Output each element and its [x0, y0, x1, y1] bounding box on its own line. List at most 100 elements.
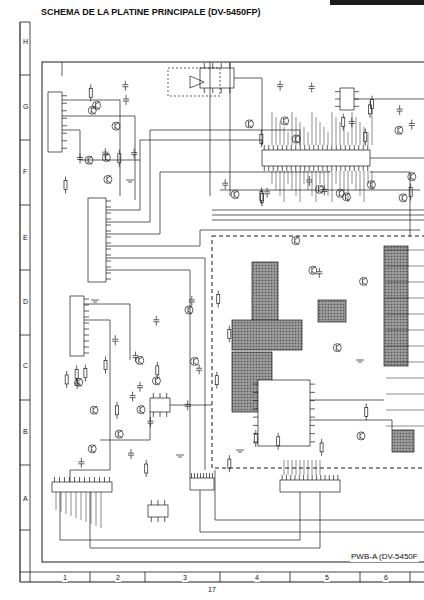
ic-pin	[309, 145, 310, 150]
emitter	[345, 198, 349, 201]
scale-tick	[20, 572, 30, 573]
inner-border	[30, 572, 424, 573]
lead	[267, 194, 268, 198]
grid-letter: G	[22, 103, 29, 111]
wire	[106, 270, 190, 478]
wire	[370, 158, 424, 159]
lead	[125, 87, 126, 91]
wire	[368, 132, 369, 145]
left-border	[19, 22, 20, 582]
ic-pin	[212, 88, 213, 93]
wire	[332, 112, 333, 145]
emitter	[140, 411, 144, 414]
lead	[410, 197, 411, 201]
scale-tick	[20, 22, 30, 23]
ic-pin	[295, 475, 296, 480]
wire	[310, 420, 392, 430]
resistor-body	[75, 369, 78, 378]
ic-pin	[203, 473, 204, 478]
ic-pin	[106, 225, 111, 226]
transistor-symbol	[367, 181, 375, 189]
base	[362, 278, 363, 284]
ic-pin	[335, 106, 340, 107]
emitter	[96, 106, 100, 109]
ic-body	[70, 296, 84, 356]
ic-pin	[282, 145, 283, 150]
capacitor-symbol	[128, 449, 134, 459]
ic-pin	[106, 207, 111, 208]
ic-pin	[204, 88, 205, 93]
emitter	[295, 140, 299, 143]
lead	[324, 191, 325, 195]
ic-pin	[291, 145, 292, 150]
base	[294, 238, 295, 244]
wire	[386, 346, 424, 347]
ic-pin	[84, 353, 89, 354]
lead	[119, 163, 120, 167]
ic-pin	[106, 231, 111, 232]
wire	[300, 122, 301, 145]
ic-pin	[307, 475, 308, 480]
resistor-symbol	[260, 130, 263, 147]
transistor-body	[136, 356, 144, 364]
transistor-symbol	[115, 430, 123, 438]
resistor-symbol	[89, 84, 92, 101]
ic-pin	[345, 166, 346, 171]
transistor-body	[185, 306, 193, 314]
ic-pin	[62, 140, 67, 141]
ic-pin	[104, 477, 105, 482]
top-bar	[330, 0, 424, 5]
ic-pin	[345, 145, 346, 150]
lead	[134, 155, 135, 159]
resistor-body	[228, 329, 231, 338]
collector	[370, 181, 374, 184]
lead	[278, 433, 279, 437]
ic-pin	[268, 166, 269, 171]
ic-pin	[363, 166, 364, 171]
wire	[62, 116, 135, 200]
wire	[292, 460, 293, 475]
base	[118, 431, 119, 437]
ic-pin	[310, 408, 315, 409]
emitter	[91, 111, 95, 114]
ic	[150, 393, 170, 417]
transistor-symbol	[292, 237, 300, 245]
lead	[156, 322, 157, 326]
transistor-symbol	[104, 175, 112, 183]
lead	[90, 97, 91, 101]
transistor-symbol	[191, 357, 199, 365]
grid-number: 4	[254, 574, 260, 582]
ic-pin	[310, 384, 315, 385]
grid-letter: C	[22, 362, 29, 370]
wire	[316, 117, 317, 145]
wire	[284, 127, 285, 145]
wire	[312, 112, 313, 145]
ic-pin	[164, 517, 165, 522]
wire	[320, 460, 321, 475]
ic-pin	[303, 475, 304, 480]
wire	[360, 122, 361, 145]
wire	[340, 122, 341, 145]
ic-pin	[151, 517, 152, 522]
base	[88, 157, 89, 163]
inner-border	[30, 22, 31, 572]
ground-bar	[178, 457, 182, 458]
ic-pin	[286, 475, 287, 480]
emitter	[91, 450, 95, 453]
ic-pin	[309, 166, 310, 171]
collector	[155, 377, 159, 380]
lead	[225, 179, 226, 183]
resistor-body	[84, 369, 87, 378]
ic-pin	[336, 166, 337, 171]
capacitor-symbol	[189, 296, 195, 306]
ic-pin	[194, 473, 195, 478]
transistor-body	[93, 101, 101, 109]
transistor-symbol	[136, 356, 144, 364]
wire	[62, 130, 140, 160]
lead	[85, 378, 86, 382]
capacitor-symbol	[137, 382, 143, 392]
transistor-symbol	[112, 122, 120, 130]
ic-pin	[349, 166, 350, 171]
ic-pin	[312, 475, 313, 480]
emitter	[188, 311, 192, 314]
